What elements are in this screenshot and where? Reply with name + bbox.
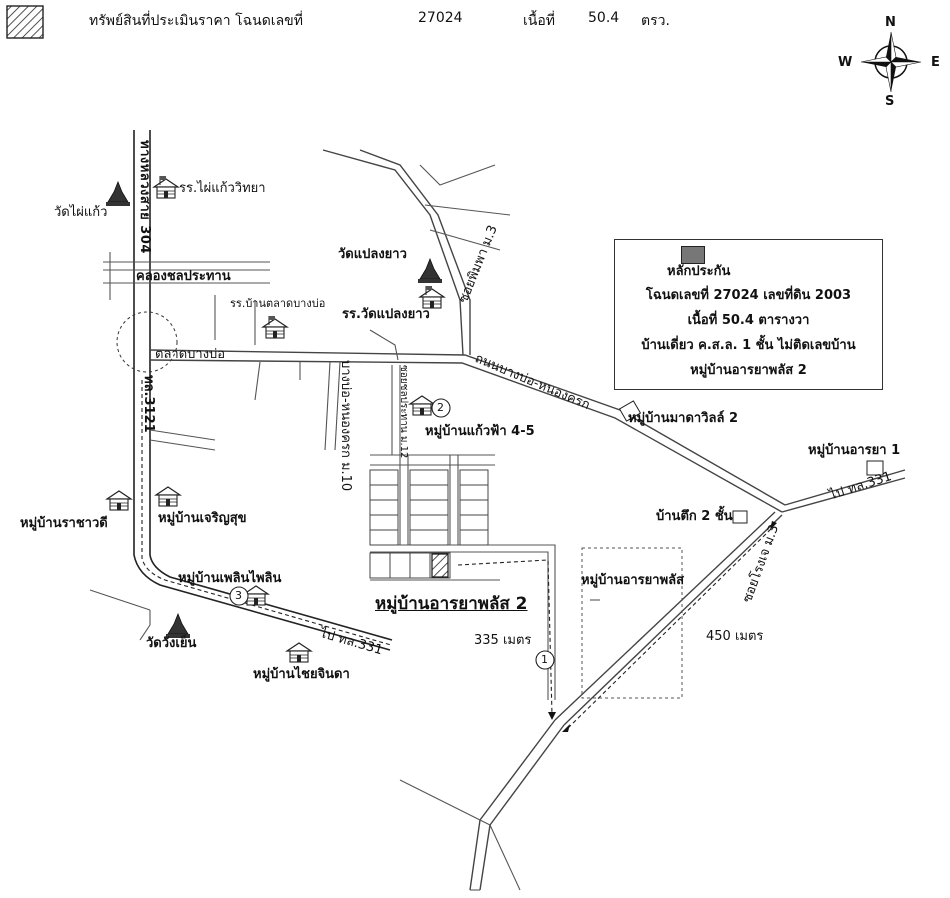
label-market-bangbo: ตลาดบางบ่อ [155, 347, 226, 362]
header-caption: ทรัพย์สินที่ประเมินราคา โฉนดเลขที่ [89, 13, 303, 29]
label-village-chaiyachinda: หมู่บ้านไชยจินดา [253, 667, 350, 682]
compass-e: E [931, 55, 940, 70]
label-school-phaikaew: รร.ไผ่แก้ววิทยา [179, 181, 266, 196]
marker-2-circle [431, 398, 451, 418]
araya1-marker [866, 460, 884, 476]
rachawadi-house-icon [106, 490, 132, 511]
label-house-2storey: บ้านตึก 2 ชั้น [656, 509, 733, 524]
label-school-bangbo: รร.บ้านตลาดบางบ่อ [230, 297, 326, 310]
charoensuk-house-icon [155, 486, 181, 507]
label-dist-335: 335 เมตร [474, 633, 532, 648]
marker-1-number: 1 [541, 653, 548, 666]
deed-number: 27024 [418, 10, 463, 26]
label-highway-304: ทางหลวงสาย 304 [137, 140, 152, 254]
legend-marker-label: หลักประกัน [667, 264, 731, 279]
label-village-araya1: หมู่บ้านอารยา 1 [808, 443, 901, 458]
marker-3-number: 3 [235, 589, 242, 602]
hatch-legend-box [6, 5, 44, 39]
school-bangbo-icon [263, 316, 287, 338]
marker-2-number: 2 [437, 401, 444, 414]
compass-s: S [885, 94, 895, 109]
temple-wangyen-icon [165, 613, 191, 639]
subdivision-blocks [369, 469, 489, 579]
route-335m [457, 559, 553, 716]
legend-area-line: เนื้อที่ 50.4 ตารางวา [687, 313, 810, 328]
label-dist-450: 450 เมตร [706, 629, 764, 644]
label-temple-phaikaew: วัดไผ่แก้ว [54, 205, 108, 220]
label-temple-plaengyao: วัดแปลงยาว [338, 247, 407, 262]
market-area-circle [116, 311, 178, 373]
compass-w: W [838, 55, 853, 70]
marker-3-circle [229, 586, 249, 606]
araya-plus-area [581, 547, 683, 699]
road-network [89, 149, 906, 891]
madaville-marker [618, 400, 642, 422]
label-village-rachawadi: หมู่บ้านราชาวดี [20, 516, 108, 531]
legend-village-line: หมู่บ้านอารยาพลัส 2 [690, 363, 807, 378]
highway-304 [133, 130, 393, 651]
marker-1-circle [535, 650, 555, 670]
area-unit: ตรว. [641, 13, 670, 29]
label-village-kaewfa: หมู่บ้านแก้วฟ้า 4-5 [425, 424, 535, 439]
label-village-araya-plus: หมู่บ้านอารยาพลัส [581, 573, 685, 588]
label-road-m10: บางบ่อ-หนองครก ม.10 [338, 360, 353, 492]
area-value: 50.4 [588, 10, 620, 26]
compass-rose-icon [860, 31, 922, 93]
legend-deed-line: โฉนดเลขที่ 27024 เลขที่ดิน 2003 [645, 288, 852, 303]
label-soi-m12: ซอยชลประทาน ม.12 [398, 365, 409, 459]
legend-building-line: บ้านเดี่ยว ค.ส.ล. 1 ชั้น ไม่ติดเลขบ้าน [641, 338, 856, 353]
chaiyachinda-house-icon [286, 642, 312, 663]
legend-marker-swatch [681, 246, 705, 264]
school-plaengyao-icon [420, 286, 444, 308]
temple-phaikaew-icon [105, 181, 131, 207]
collateral-plot-marker [431, 553, 449, 578]
label-canal: คลองชลประทาน [136, 269, 231, 284]
compass-n: N [885, 15, 896, 30]
house-2storey-marker [732, 510, 748, 524]
route-450m [567, 527, 773, 729]
temple-plaengyao-icon [417, 258, 443, 284]
label-village-ploenphlin: หมู่บ้านเพลินไพลิน [178, 571, 282, 586]
label-school-plaengyao: รร.วัดแปลงยาว [342, 307, 430, 322]
label-village-araya-plus2: หมู่บ้านอารยาพลัส 2 [375, 594, 528, 614]
school-phaikaew-icon [154, 176, 178, 198]
label-highway-3121: ทล.3121 [141, 375, 156, 433]
legend-box: หลักประกัน โฉนดเลขที่ 27024 เลขที่ดิน 20… [614, 239, 883, 390]
label-village-charoensuk: หมู่บ้านเจริญสุข [158, 511, 247, 526]
label-temple-wangyen: วัดวังเย็น [146, 636, 197, 651]
kaewfa-house-icon [409, 395, 435, 416]
label-village-madaville: หมู่บ้านมาดาวิลล์ 2 [628, 411, 738, 426]
area-label: เนื้อที่ [523, 13, 555, 29]
canal-lines [103, 252, 270, 300]
